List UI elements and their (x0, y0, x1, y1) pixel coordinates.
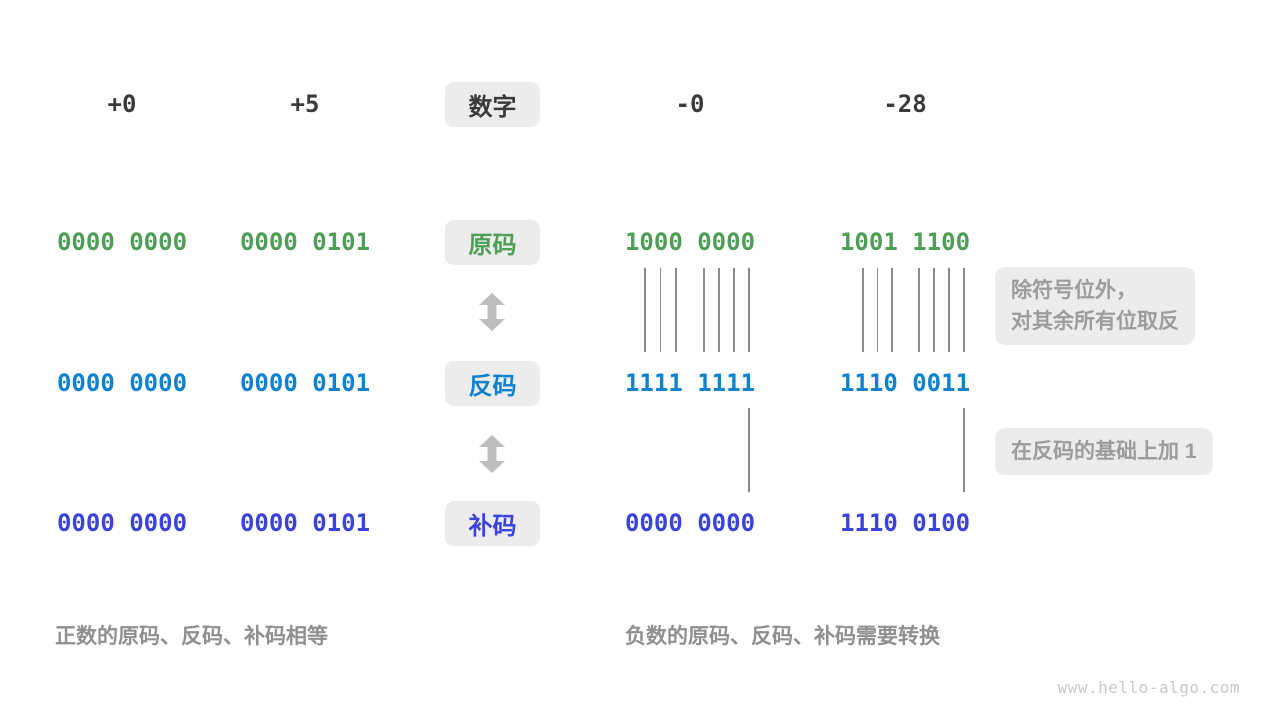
bit-connector-line (718, 268, 720, 352)
ones-complement-of-minus-28: 1110 0011 (839, 369, 971, 397)
twos-complement-of-minus-28: 1110 0100 (839, 509, 971, 537)
bit-connector-line (963, 408, 965, 492)
note-flip-bits-line1: 除符号位外， (1011, 279, 1137, 302)
caption-positive-numbers: 正数的原码、反码、补码相等 (55, 625, 328, 648)
number-minus-0: -0 (675, 90, 705, 118)
bit-connector-line (644, 268, 646, 352)
note-flip-bits-line2: 对其余所有位取反 (1011, 310, 1179, 333)
caption-negative-numbers: 负数的原码、反码、补码需要转换 (625, 625, 940, 648)
label-box-ones-complement: 反码 (445, 361, 540, 406)
bit-connector-line (876, 268, 878, 352)
label-box-sign-magnitude: 原码 (445, 220, 540, 265)
sign-magnitude-of-plus-5: 0000 0101 (239, 228, 371, 256)
watermark: www.hello-algo.com (1057, 678, 1240, 697)
bit-connector-line (933, 268, 935, 352)
number-plus-5: +5 (290, 90, 320, 118)
sign-magnitude-of-plus-0: 0000 0000 (56, 228, 188, 256)
bit-connector-line (963, 268, 965, 352)
ones-complement-of-plus-0: 0000 0000 (56, 369, 188, 397)
bit-connector-line (703, 268, 705, 352)
label-box-number: 数字 (445, 82, 540, 127)
bit-connector-line (891, 268, 893, 352)
ones-complement-of-plus-5: 0000 0101 (239, 369, 371, 397)
bit-connector-line (862, 268, 864, 352)
twos-complement-of-plus-5: 0000 0101 (239, 509, 371, 537)
bit-connector-line (659, 268, 661, 352)
bit-connector-line (675, 268, 677, 352)
bit-connector-line (733, 268, 735, 352)
number-plus-0: +0 (107, 90, 137, 118)
double-arrow-icon (479, 293, 505, 331)
number-minus-28: -28 (883, 90, 927, 118)
twos-complement-of-plus-0: 0000 0000 (56, 509, 188, 537)
ones-complement-of-minus-0: 1111 1111 (624, 369, 756, 397)
note-flip-bits: 除符号位外， 对其余所有位取反 (995, 267, 1195, 345)
bit-connector-line (748, 408, 750, 492)
sign-magnitude-of-minus-0: 1000 0000 (624, 228, 756, 256)
sign-magnitude-of-minus-28: 1001 1100 (839, 228, 971, 256)
twos-complement-of-minus-0: 0000 0000 (624, 509, 756, 537)
bit-connector-line (948, 268, 950, 352)
bit-connector-line (748, 268, 750, 352)
bit-connector-line (918, 268, 920, 352)
note-add-one: 在反码的基础上加 1 (995, 428, 1213, 475)
label-box-twos-complement: 补码 (445, 501, 540, 546)
double-arrow-icon (479, 435, 505, 473)
